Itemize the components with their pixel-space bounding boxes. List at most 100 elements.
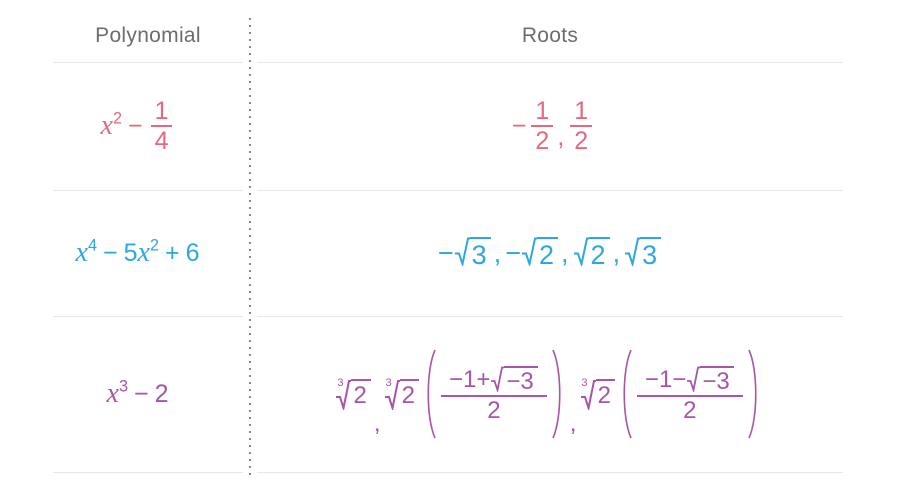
fraction: −1 − −3 bbox=[636, 365, 743, 424]
cell-polynomial-row-1: x2 − 1 4 bbox=[30, 62, 245, 190]
separator-comma: , bbox=[493, 237, 502, 268]
fraction-denominator: 2 bbox=[535, 127, 550, 155]
fraction-denominator: 2 bbox=[574, 127, 589, 155]
fraction-bar bbox=[150, 125, 173, 127]
radical-sign bbox=[491, 365, 505, 394]
variable-x: x2 bbox=[100, 109, 122, 141]
radicand: 2 bbox=[536, 236, 559, 271]
radicand: 2 bbox=[399, 379, 419, 410]
radical-index: 3 bbox=[337, 377, 344, 389]
cube-root: 3 2 bbox=[336, 377, 371, 410]
fraction: −1 + −3 bbox=[440, 365, 547, 424]
separator-comma: , bbox=[557, 123, 565, 152]
row-rule-3-right bbox=[257, 316, 843, 317]
fraction-denominator: 2 bbox=[487, 397, 501, 424]
numerator-lead: −1 bbox=[644, 365, 673, 393]
separator-comma: , bbox=[612, 237, 621, 268]
radical-sign bbox=[580, 378, 596, 410]
exponent: 2 bbox=[149, 236, 159, 255]
fraction-numerator: 1 bbox=[574, 96, 589, 125]
parenthesis-close bbox=[746, 348, 763, 440]
radicand: −3 bbox=[700, 365, 734, 394]
column-header-roots: Roots bbox=[521, 24, 579, 47]
fraction-denominator: 2 bbox=[683, 397, 697, 424]
row-rule-3-left bbox=[53, 316, 243, 317]
constant-term: 6 bbox=[185, 238, 200, 267]
constant-term: 2 bbox=[154, 379, 169, 408]
sign-minus: − bbox=[437, 237, 454, 268]
radicand: 2 bbox=[351, 379, 371, 410]
radical-sign bbox=[625, 236, 641, 271]
radical-index: 3 bbox=[385, 377, 392, 389]
fraction-bar bbox=[531, 125, 554, 127]
parenthesis-open bbox=[617, 348, 634, 440]
radicand: 3 bbox=[469, 236, 491, 271]
operator-minus: − bbox=[133, 379, 149, 408]
operator-minus: − bbox=[127, 111, 143, 140]
fraction-numerator: −1 + −3 bbox=[441, 365, 547, 395]
radical-sign bbox=[521, 236, 537, 271]
row-rule-4-right bbox=[257, 472, 843, 473]
radical-sign bbox=[384, 378, 400, 410]
fraction-bar bbox=[636, 395, 743, 397]
fraction: 1 2 bbox=[531, 96, 554, 155]
row-rule-1-right bbox=[257, 62, 843, 63]
fraction-numerator: 1 bbox=[535, 96, 550, 125]
radicand: 2 bbox=[595, 379, 615, 410]
fraction: 1 2 bbox=[570, 96, 593, 155]
radicand: −3 bbox=[504, 365, 538, 394]
cell-polynomial-row-2: x4 − 5 x2 + 6 bbox=[30, 190, 245, 316]
radical-sign bbox=[573, 236, 589, 271]
separator-comma: , bbox=[373, 410, 381, 437]
fraction-numerator: 1 bbox=[154, 96, 169, 125]
cube-root: 3 2 bbox=[580, 377, 615, 410]
fraction-one-quarter: 1 4 bbox=[150, 96, 173, 155]
fraction-bar bbox=[570, 125, 593, 127]
radical-sign bbox=[687, 365, 701, 394]
cell-polynomial-row-3: x3 − 2 bbox=[30, 316, 245, 472]
variable-x: x3 bbox=[106, 377, 128, 409]
fraction-denominator: 4 bbox=[154, 127, 169, 155]
numerator-operator: − bbox=[672, 365, 687, 393]
radicand: 3 bbox=[640, 236, 662, 271]
fraction-numerator: −1 − −3 bbox=[637, 365, 743, 395]
root-item: − 2 bbox=[505, 236, 559, 271]
exponent: 3 bbox=[118, 377, 128, 396]
radical-sign bbox=[336, 378, 352, 410]
variable-x: x4 bbox=[75, 236, 97, 268]
row-rule-1-left bbox=[53, 62, 243, 63]
root-item: − 3 bbox=[438, 236, 492, 271]
cube-root: 3 2 bbox=[384, 377, 419, 410]
column-divider bbox=[249, 18, 251, 478]
operator-minus: − bbox=[102, 238, 118, 267]
sign-minus: − bbox=[505, 237, 521, 268]
exponent: 4 bbox=[87, 236, 97, 255]
square-root: −3 bbox=[687, 365, 734, 394]
numerator-operator: + bbox=[476, 365, 491, 393]
square-root: 2 bbox=[573, 236, 610, 271]
operator-plus: + bbox=[164, 238, 180, 267]
square-root: 2 bbox=[521, 236, 559, 271]
root-item: 3 bbox=[624, 236, 662, 271]
radicand: 2 bbox=[588, 236, 610, 271]
square-root: 3 bbox=[625, 236, 662, 271]
root-item: 1 2 bbox=[568, 98, 594, 155]
variable-x: x2 bbox=[137, 236, 159, 268]
row-rule-2-right bbox=[257, 190, 843, 191]
root-item: 3 2 −1 bbox=[384, 348, 567, 440]
separator-comma: , bbox=[561, 237, 569, 268]
radical-sign bbox=[454, 236, 470, 271]
parenthesis-close bbox=[550, 348, 567, 440]
numerator-lead: −1 bbox=[448, 365, 477, 393]
root-item: − 1 2 bbox=[506, 98, 556, 155]
exponent: 2 bbox=[112, 109, 122, 128]
parenthesis-open bbox=[421, 348, 438, 440]
root-item: 3 2 bbox=[336, 377, 372, 410]
separator-comma: , bbox=[569, 410, 577, 437]
sign-minus: − bbox=[511, 111, 527, 140]
fraction-bar bbox=[440, 395, 547, 397]
coefficient: 5 bbox=[123, 238, 138, 267]
cell-roots-row-3: 3 2 , 3 bbox=[257, 316, 843, 472]
root-item: 2 bbox=[573, 236, 611, 271]
